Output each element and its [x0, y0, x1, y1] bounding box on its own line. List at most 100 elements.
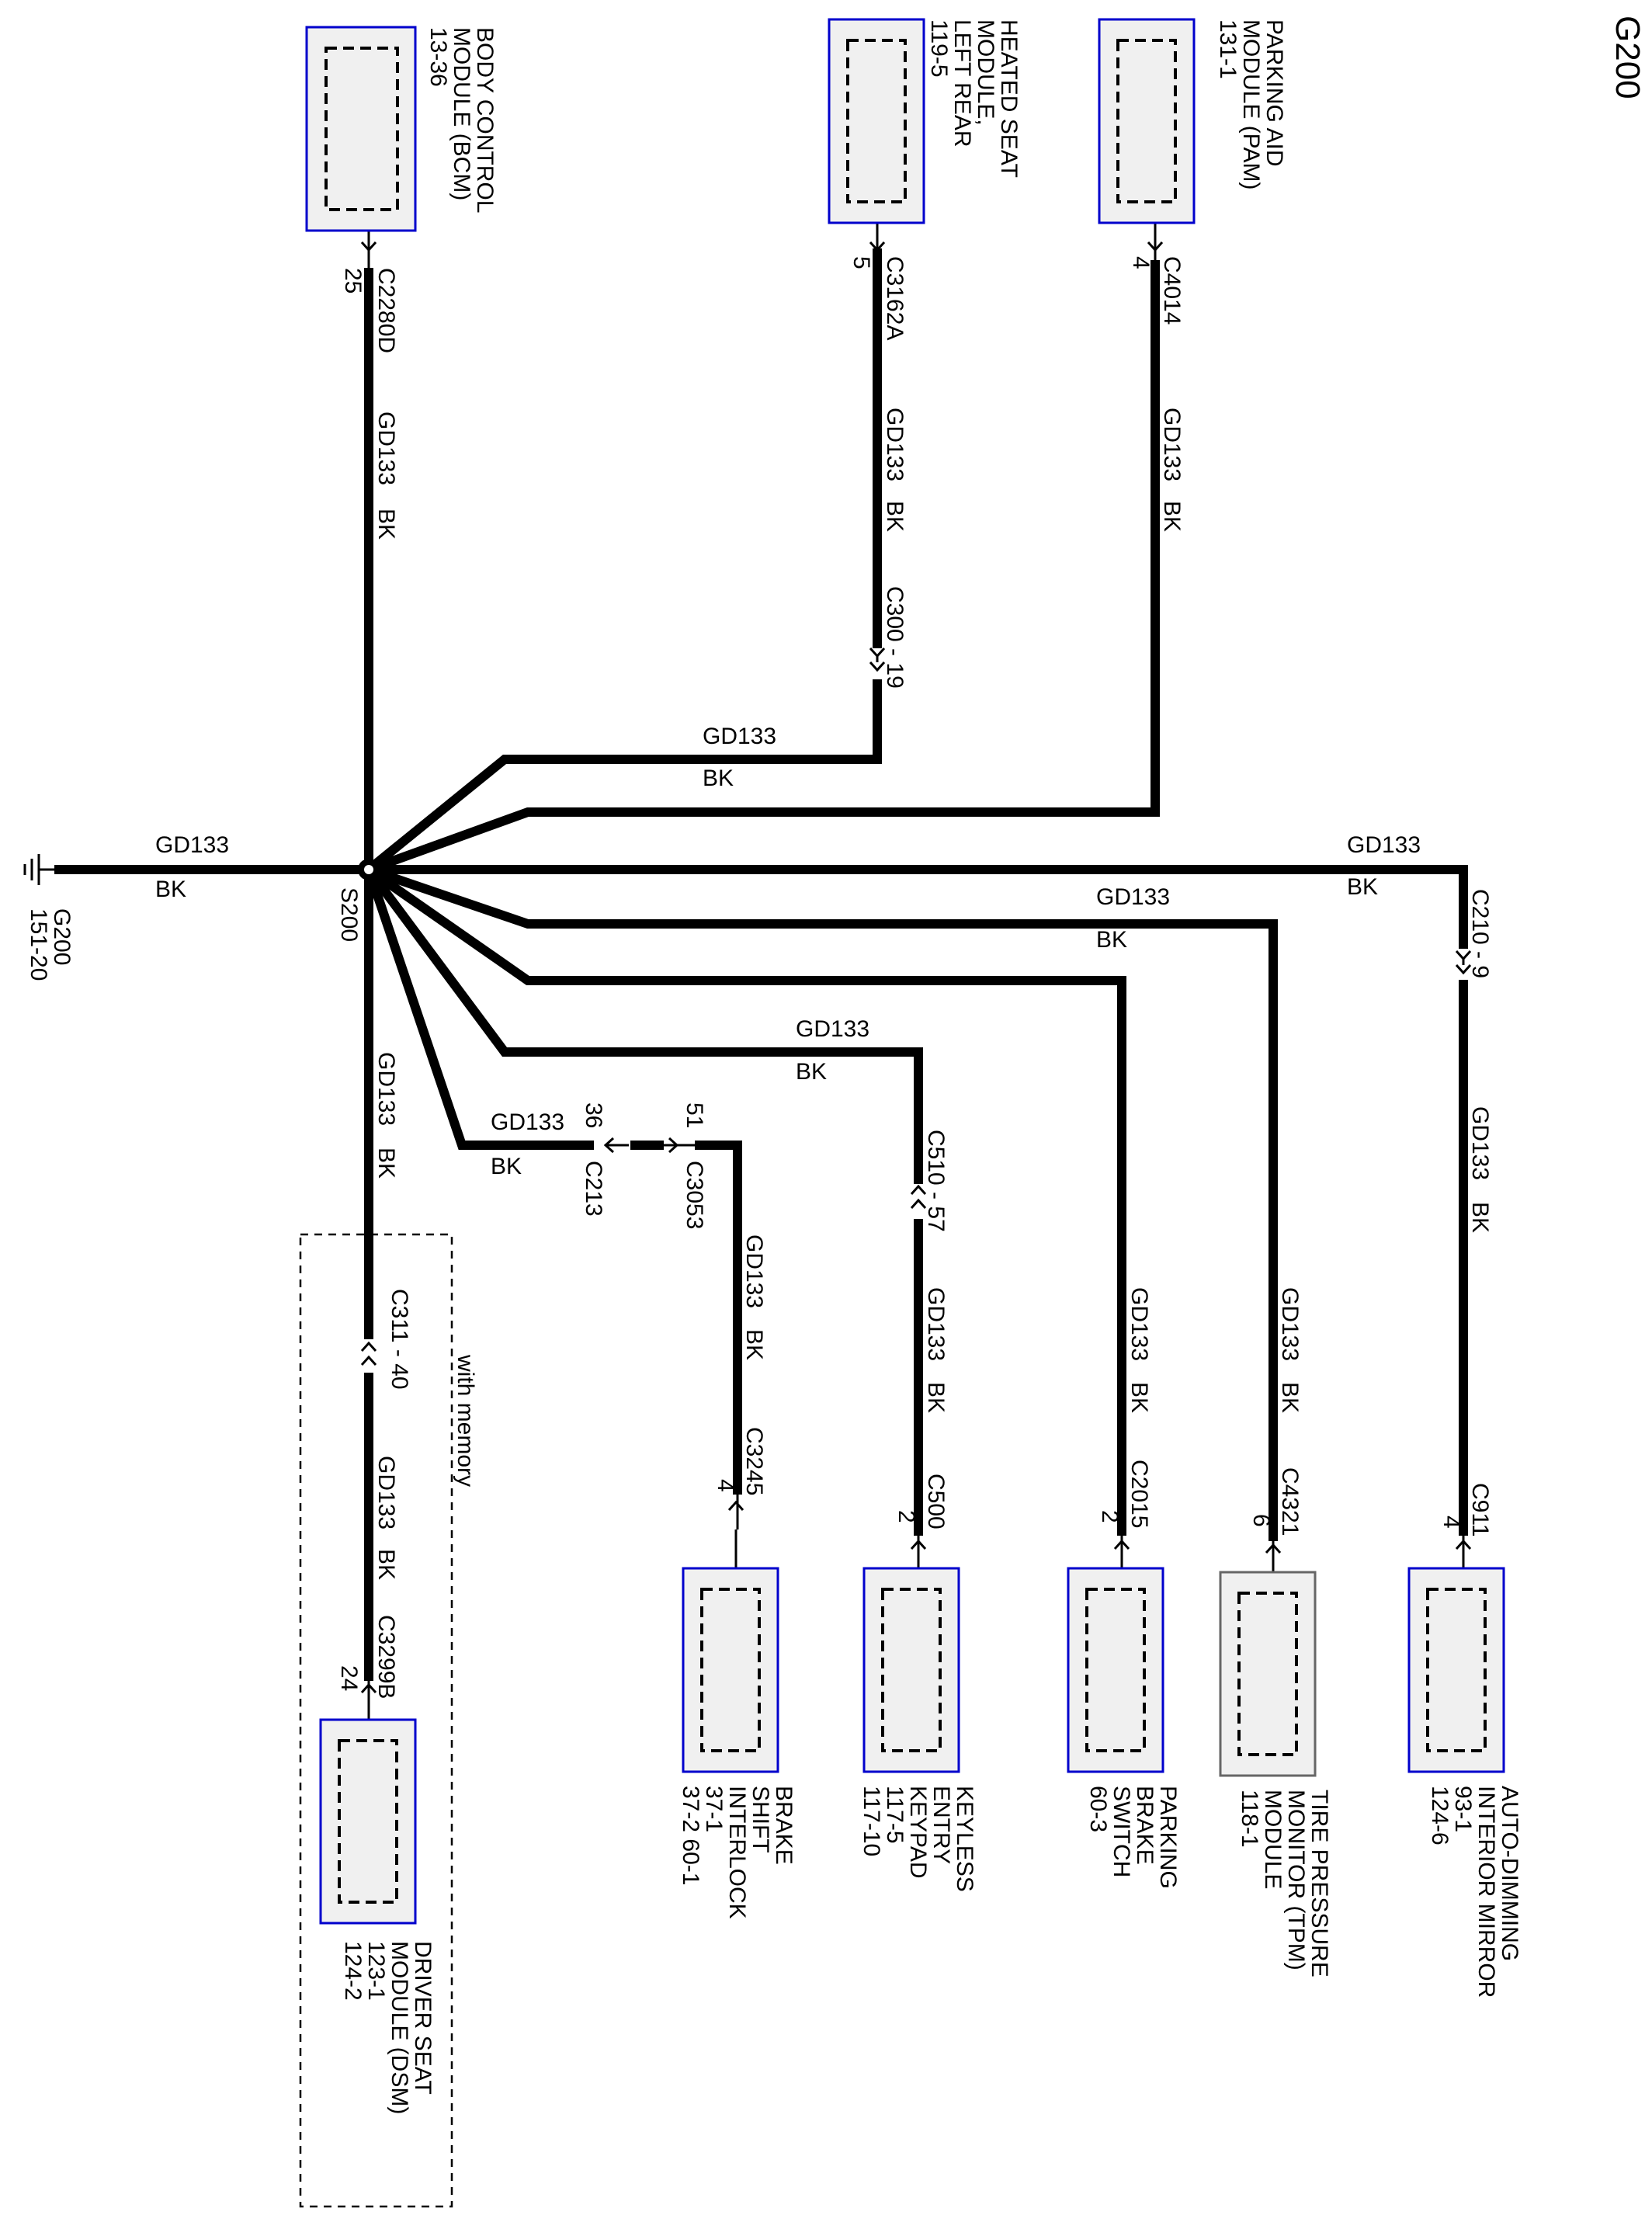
module-parking-aid-label: PARKING AID MODULE (PAM) 131-1: [1215, 19, 1287, 189]
svg-text:HEATED SEAT: HEATED SEAT: [996, 19, 1022, 178]
module-brake-shift-box[interactable]: [682, 1567, 779, 1773]
wire-heated-seat-color-h: BK: [703, 766, 734, 791]
inline-c210-label: C210 - 9: [1467, 889, 1493, 978]
wire-keypad[interactable]: [365, 866, 923, 1184]
module-driver-seat-label: DRIVER SEAT MODULE (DSM) 123-1 124-2: [340, 1941, 436, 2114]
connector-bcm: C2280D: [373, 268, 399, 353]
inline-c510-label: C510 - 57: [923, 1130, 949, 1232]
splice-s200-center: [364, 865, 373, 874]
pin-brake-shift: 4: [713, 1479, 738, 1492]
wire-driver-seat-color: BK: [373, 1148, 399, 1179]
connector-c3162a-symbol[interactable]: [869, 224, 886, 252]
wire-ground-circuit: GD133: [155, 832, 229, 858]
svg-text:131-1: 131-1: [1215, 19, 1241, 79]
pin-driver-seat: 24: [336, 1665, 362, 1691]
connector-c210-symbol[interactable]: [1455, 950, 1472, 975]
svg-text:60-3: 60-3: [1085, 1786, 1111, 1832]
module-parking-brake-inner: [1085, 1588, 1146, 1752]
connector-c300-symbol[interactable]: [869, 647, 886, 672]
connector-c510-symbol[interactable]: [910, 1184, 927, 1210]
wire-heated-seat-circuit: GD133: [882, 408, 908, 481]
svg-text:BODY CONTROL: BODY CONTROL: [472, 27, 498, 214]
svg-text:MODULE,: MODULE,: [973, 19, 998, 126]
wire-tpm[interactable]: [367, 865, 1278, 1541]
svg-text:123-1: 123-1: [363, 1941, 389, 2001]
svg-text:SWITCH: SWITCH: [1109, 1786, 1134, 1877]
wire-bcm-color: BK: [373, 509, 399, 540]
module-mirror-inner: [1426, 1588, 1487, 1752]
module-tpm-box[interactable]: [1219, 1571, 1317, 1777]
wire-mirror[interactable]: [369, 865, 1468, 949]
svg-text:PARKING: PARKING: [1155, 1786, 1181, 1889]
wire-mirror-color: BK: [1467, 1202, 1493, 1233]
svg-text:INTERIOR MIRROR: INTERIOR MIRROR: [1473, 1786, 1499, 1998]
connector-c3245-symbol[interactable]: [727, 1495, 744, 1529]
connector-c3053-symbol[interactable]: [660, 1137, 695, 1154]
svg-text:117-5: 117-5: [882, 1786, 908, 1844]
wire-brake-shift-circuit-h: GD133: [491, 1109, 564, 1135]
pin-parking-brake: 2: [1097, 1510, 1123, 1523]
module-driver-seat-inner: [338, 1739, 398, 1904]
wire-mirror-circuit-h: GD133: [1347, 832, 1421, 858]
module-driver-seat-box[interactable]: [319, 1718, 417, 1925]
ground-symbol-icon[interactable]: [23, 854, 54, 885]
svg-text:13-36: 13-36: [425, 27, 451, 87]
svg-text:119-5: 119-5: [926, 19, 952, 78]
wire-brake-shift-lower[interactable]: [695, 1141, 742, 1495]
pin-mirror: 4: [1439, 1516, 1464, 1529]
wire-parking-aid-circuit: GD133: [1159, 408, 1185, 481]
pin-c213: 36: [581, 1102, 606, 1128]
svg-text:MODULE: MODULE: [1260, 1790, 1286, 1889]
svg-text:MODULE (DSM): MODULE (DSM): [387, 1941, 412, 2114]
wire-brake-shift-circuit: GD133: [741, 1234, 767, 1308]
module-mirror-box[interactable]: [1407, 1567, 1505, 1773]
module-parking-aid-box[interactable]: [1098, 18, 1196, 224]
with-memory-note: with memory: [453, 1354, 478, 1487]
module-boxes: [305, 18, 1505, 1925]
ground-ref: 151-20: [26, 908, 51, 981]
page-id: G200: [1609, 16, 1647, 99]
connector-c2280d-symbol[interactable]: [360, 231, 377, 268]
connector-c213-symbol[interactable]: [603, 1137, 629, 1154]
wire-mirror-color-h: BK: [1347, 874, 1378, 900]
svg-text:INTERLOCK: INTERLOCK: [724, 1786, 750, 1919]
svg-text:118-1: 118-1: [1237, 1790, 1262, 1848]
svg-text:DRIVER SEAT: DRIVER SEAT: [410, 1941, 436, 2095]
wire-tpm-color-h: BK: [1096, 927, 1127, 953]
module-parking-aid-inner: [1116, 39, 1177, 203]
svg-text:LEFT REAR: LEFT REAR: [949, 19, 975, 148]
wire-harness: [54, 248, 1468, 1681]
pin-tpm: 6: [1248, 1514, 1274, 1527]
wire-brake-shift-color-h: BK: [491, 1154, 522, 1179]
wire-keypad-color: BK: [923, 1382, 949, 1413]
module-keypad-box[interactable]: [862, 1567, 960, 1773]
wire-parking-aid[interactable]: [366, 260, 1160, 874]
svg-text:KEYLESS: KEYLESS: [952, 1786, 977, 1892]
wire-heated-seat-color: BK: [882, 501, 908, 532]
wire-heated-seat[interactable]: [366, 679, 882, 873]
module-bcm-inner: [324, 47, 399, 211]
connector-c4014-symbol[interactable]: [1147, 224, 1164, 260]
connector-brake-shift: C3245: [741, 1427, 767, 1495]
module-brake-shift-label: BRAKE SHIFT INTERLOCK 37-1 37-2 60-1: [678, 1786, 796, 1919]
wire-tpm-color: BK: [1277, 1382, 1303, 1413]
pin-bcm: 25: [340, 268, 366, 293]
inline-c311-label: C311 - 40: [387, 1289, 412, 1390]
module-heated-seat-box[interactable]: [828, 18, 925, 224]
pin-keypad: 2: [894, 1510, 919, 1523]
svg-text:PARKING AID: PARKING AID: [1262, 19, 1287, 167]
connector-keypad: C500: [923, 1474, 949, 1529]
wire-brake-shift-color: BK: [741, 1329, 767, 1360]
with-memory-frame: [299, 1233, 453, 2208]
module-parking-brake-box[interactable]: [1067, 1567, 1164, 1773]
svg-text:MONITOR (TPM): MONITOR (TPM): [1283, 1790, 1309, 1970]
splice-name: S200: [336, 887, 362, 942]
wire-parking-brake[interactable]: [366, 866, 1126, 1536]
svg-text:BRAKE: BRAKE: [771, 1786, 796, 1865]
module-mirror-label: AUTO-DIMMING INTERIOR MIRROR 93-1 124-6: [1427, 1786, 1522, 1998]
connector-c311-symbol[interactable]: [360, 1341, 377, 1366]
wire-brake-shift[interactable]: [364, 868, 594, 1150]
inline-c3053-label: C3053: [682, 1161, 707, 1229]
inline-c213-label: C213: [581, 1161, 606, 1217]
